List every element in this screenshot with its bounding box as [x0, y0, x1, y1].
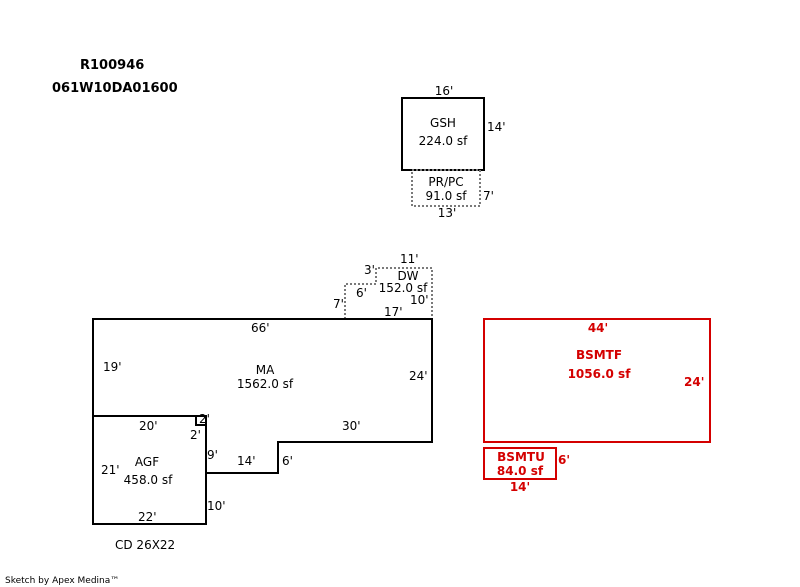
ma-outline: [92, 318, 433, 474]
bsmtu-area: 84.0 sf: [497, 464, 544, 478]
bsmtu-dim-bottom: 14': [510, 480, 530, 494]
gsh-code: GSH: [430, 116, 456, 130]
dw-code: DW: [397, 269, 418, 283]
dw-dim-bottom: 17': [384, 305, 403, 319]
bsmtf-outline: [483, 318, 711, 443]
bsmtf-code: BSMTF: [576, 348, 622, 362]
bsmtf-area: 1056.0 sf: [568, 367, 632, 381]
gsh-dim-right: 14': [487, 120, 506, 134]
agf-area: 458.0 sf: [124, 473, 173, 487]
bsmtu-dim-right: 6': [558, 453, 570, 467]
ma-dim-agf-top: 20': [139, 419, 158, 433]
ma-code: MA: [256, 363, 275, 377]
prpc-dim-right: 7': [483, 189, 494, 203]
parcel-number: 061W10DA01600: [52, 81, 178, 96]
gsh-outline: [401, 97, 485, 171]
gsh-dim-top: 16': [435, 84, 454, 98]
agf-outline: [92, 415, 207, 525]
ma-dim-jog-b: 2': [190, 428, 201, 442]
ma-dim-top: 66': [251, 321, 270, 335]
ma-dim-right: 24': [409, 369, 428, 383]
ma-dim-left: 19': [103, 360, 122, 374]
dw-dim-left: 7': [333, 297, 344, 311]
record-id: R100946: [80, 58, 144, 73]
dw-dim-top: 11': [400, 252, 419, 266]
dw-outline: [344, 267, 433, 319]
ma-dim-jog-a: 2': [199, 412, 210, 426]
agf-code: AGF: [135, 455, 159, 469]
agf-dim-right: 10': [207, 499, 226, 513]
ma-dim-notch: 6': [282, 454, 293, 468]
dw-dim-ledge: 6': [356, 286, 367, 300]
prpc-outline: [411, 169, 481, 207]
bsmtf-dim-right: 24': [684, 375, 704, 389]
dw-dim-right: 10': [410, 293, 429, 307]
cd-note: CD 26X22: [115, 538, 175, 552]
prpc-area: 91.0 sf: [425, 189, 467, 203]
bsmtu-code: BSMTU: [497, 450, 545, 464]
gsh-area: 224.0 sf: [419, 134, 468, 148]
bsmtf-dim-top: 44': [588, 321, 608, 335]
prpc-code: PR/PC: [428, 175, 463, 189]
agf-dim-bottom: 22': [138, 510, 157, 524]
sketch-credit: Sketch by Apex Medina™: [5, 576, 119, 586]
bsmtu-outline: [483, 447, 557, 480]
ma-area: 1562.0 sf: [237, 377, 294, 391]
dw-dim-step: 3': [364, 263, 375, 277]
dw-area: 152.0 sf: [379, 281, 428, 295]
ma-dim-ell-bottom: 14': [237, 454, 256, 468]
prpc-dim-bottom: 13': [438, 206, 457, 220]
ma-dim-bottom: 30': [342, 419, 361, 433]
ma-dim-ell-side: 9': [207, 448, 218, 462]
agf-dim-left: 21': [101, 463, 120, 477]
